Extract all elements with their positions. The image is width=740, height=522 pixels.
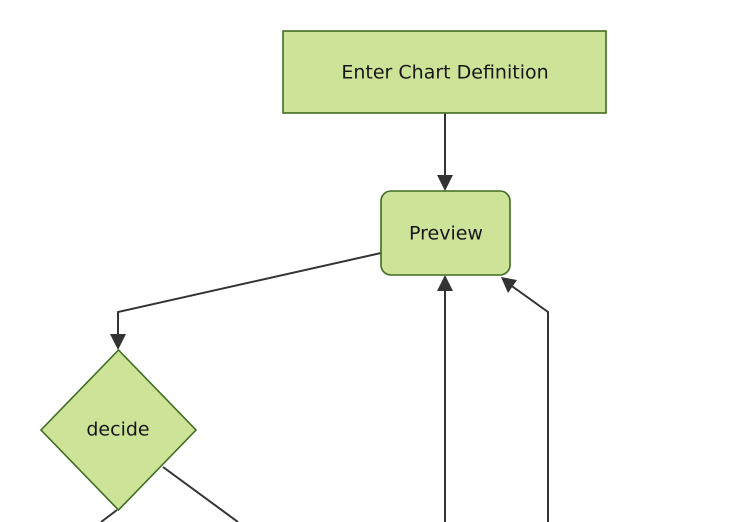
node-preview-label: Preview [409,223,483,245]
edge-decide-to-offscreen-left [100,509,118,522]
node-enter-chart-definition[interactable]: Enter Chart Definition [282,30,607,114]
node-decide[interactable]: decide [39,348,198,512]
edge-bottom-right-to-preview-arrowhead [501,277,517,293]
node-enter-chart-definition-label: Enter Chart Definition [341,62,548,84]
node-layer: Enter Chart Definition Preview decide [39,30,607,512]
edge-preview-to-decide [117,252,382,341]
node-decide-shape[interactable] [39,348,198,512]
node-decide-label: decide [86,419,149,441]
edge-enter-to-preview-arrowhead [437,175,453,191]
node-preview[interactable]: Preview [380,190,511,276]
edge-bottom-center-to-preview-arrowhead [437,275,453,291]
edge-bottom-right-to-preview [508,283,549,522]
edge-layer [100,113,549,522]
node-preview-shape[interactable] [380,190,511,276]
node-enter-chart-definition-shape[interactable] [282,30,607,114]
edge-preview-to-decide-arrowhead [110,334,126,350]
edge-decide-to-offscreen-right [162,466,239,522]
